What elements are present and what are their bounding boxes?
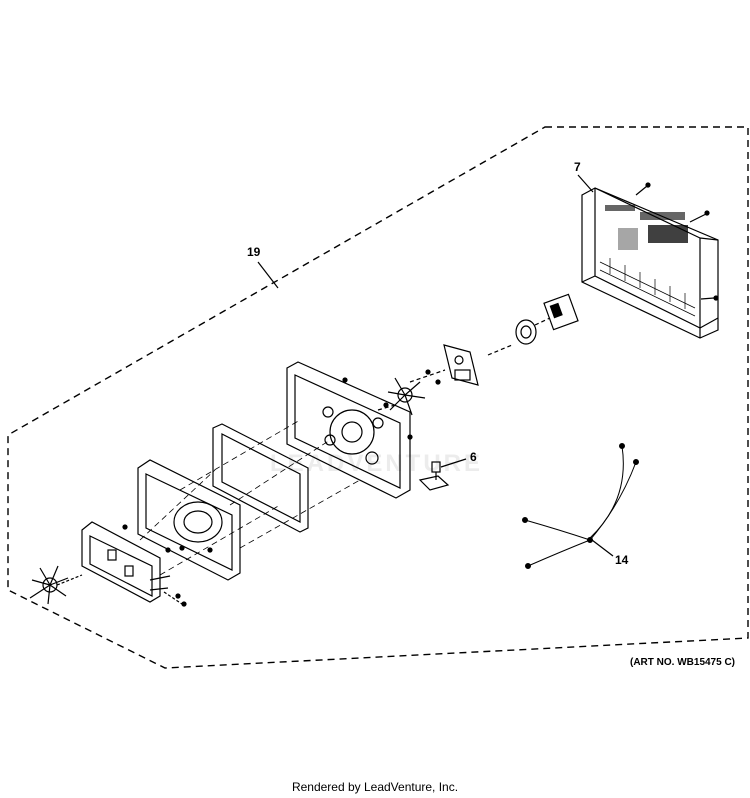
callout-19[interactable]: 19	[247, 245, 261, 259]
art-number: (ART NO. WB15475 C)	[630, 657, 736, 668]
sensor-part-6	[418, 461, 450, 491]
footer-credit: Rendered by LeadVenture, Inc.	[291, 780, 459, 794]
front-duct	[137, 459, 241, 581]
heater-element	[81, 521, 187, 607]
leader-7	[577, 174, 594, 193]
fan-blade-lower	[29, 565, 83, 605]
leader-19	[257, 261, 279, 289]
motor-bracket	[409, 293, 579, 386]
leader-6	[440, 458, 467, 468]
leader-14	[591, 539, 614, 557]
housing-part-7	[581, 182, 719, 339]
wire-harness-part-14	[522, 443, 639, 569]
callout-6[interactable]: 6	[470, 450, 477, 464]
fan-blade-upper	[387, 377, 426, 416]
gasket	[212, 423, 309, 533]
assembly-boundary	[7, 126, 749, 669]
callout-14[interactable]: 14	[615, 553, 629, 567]
rear-panel	[286, 361, 413, 499]
callout-7[interactable]: 7	[574, 160, 581, 174]
